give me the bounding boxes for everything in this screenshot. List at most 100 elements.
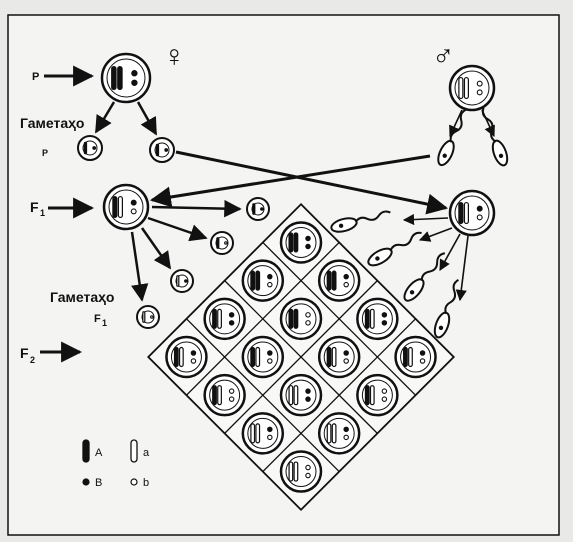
svg-text:1: 1 <box>40 208 45 218</box>
gene-dot-recessive <box>229 389 233 393</box>
gametes-label-1: Гаметаҳо <box>20 115 84 131</box>
legend-label-a: a <box>143 447 150 459</box>
gametes-label-2: Гаметаҳо <box>50 289 114 305</box>
chromosome-recessive <box>143 312 145 322</box>
chromosome-recessive <box>332 348 336 367</box>
gene-dot-dominant <box>344 351 348 355</box>
chromosome-dominant <box>289 309 293 328</box>
chromosome-dominant <box>213 309 217 328</box>
chromosome-recessive <box>294 386 298 405</box>
gene-dot-dominant <box>306 236 310 240</box>
gene-dot-recessive <box>151 316 153 318</box>
legend-label-A: A <box>95 447 103 459</box>
gene-dot-dominant <box>229 313 233 317</box>
gamete-female-AB <box>78 136 102 160</box>
gene-dot-recessive <box>191 359 195 363</box>
punnett-cell-AABb <box>243 261 283 301</box>
chromosome-dominant <box>294 309 298 328</box>
gene-dot-dominant <box>477 206 482 211</box>
gene-dot-dominant <box>268 351 272 355</box>
gene-dot-dominant <box>382 321 386 325</box>
punnett-cell-AaBB <box>205 299 245 339</box>
gene-dot-recessive <box>268 359 272 363</box>
gene-dot-recessive <box>344 359 348 363</box>
gene-dot-recessive <box>131 209 136 214</box>
gene-dot-recessive <box>420 359 424 363</box>
gene-dot-recessive <box>268 435 272 439</box>
punnett-cell-AaBb <box>166 337 206 377</box>
gene-dot-dominant <box>261 208 263 210</box>
f1-egg-AB <box>247 198 269 220</box>
gamete-female-AB-2 <box>150 138 174 162</box>
chromosome-dominant <box>404 348 408 367</box>
punnett-cell-Aabb <box>205 375 245 415</box>
chromosome-dominant <box>217 238 219 248</box>
chromosome-dominant <box>365 309 369 328</box>
gene-dot-dominant <box>132 71 137 76</box>
f1-egg-Ab <box>211 232 233 254</box>
chromosome-recessive <box>218 386 222 405</box>
chromosome-dominant <box>84 142 86 153</box>
gene-dot-recessive <box>268 282 272 286</box>
gene-dot-dominant <box>344 427 348 431</box>
gene-dot-dominant <box>132 80 137 85</box>
chromosome-recessive <box>409 348 413 367</box>
punnett-cell-AaBb <box>396 337 436 377</box>
gene-dot-recessive <box>382 397 386 401</box>
gene-dot-recessive <box>306 313 310 317</box>
chromosome-recessive <box>370 309 374 328</box>
svg-text:F: F <box>30 199 39 215</box>
gene-dot-recessive <box>306 465 310 469</box>
chromosome-recessive <box>464 203 468 224</box>
gene-dot-dominant <box>268 274 272 278</box>
gene-dot-dominant <box>306 397 310 401</box>
f1-cell-female <box>104 185 148 229</box>
parent-female-cell <box>102 54 150 102</box>
svg-text:1: 1 <box>102 318 107 328</box>
punnett-cell-AaBb <box>319 337 359 377</box>
chromosome-recessive <box>218 309 222 328</box>
gene-dot-dominant <box>268 427 272 431</box>
chromosome-recessive <box>332 424 336 443</box>
punnett-cell-AaBb <box>243 337 283 377</box>
gene-dot-recessive <box>344 435 348 439</box>
chromosome-dominant <box>156 144 158 155</box>
gene-dot-dominant <box>306 244 310 248</box>
chromosome-recessive <box>256 348 260 367</box>
gene-dot-recessive <box>306 473 310 477</box>
f1-egg-aB <box>171 270 193 292</box>
chromosome-recessive <box>464 78 468 99</box>
gene-dot-recessive <box>477 90 482 95</box>
female-symbol: ♀ <box>163 40 186 73</box>
chromosome-dominant <box>459 203 463 224</box>
punnett-cell-aaBb <box>319 413 359 453</box>
chromosome-dominant <box>251 271 255 290</box>
chromosome-dominant <box>289 233 293 252</box>
gene-dot-dominant <box>131 200 136 205</box>
chromosome-recessive <box>251 424 255 443</box>
punnett-cell-aabb <box>281 452 321 492</box>
legend-label-b: b <box>143 477 149 489</box>
svg-text:F: F <box>94 313 101 325</box>
chromosome-dominant <box>327 271 331 290</box>
gene-dot-dominant <box>191 351 195 355</box>
chromosome-recessive <box>256 424 260 443</box>
gene-dot-recessive <box>229 397 233 401</box>
chromosome-recessive <box>177 276 179 286</box>
chromosome-dominant <box>332 271 336 290</box>
gene-dot-dominant <box>382 313 386 317</box>
gametes-parent-label: P <box>42 148 48 158</box>
gene-dot-dominant <box>229 321 233 325</box>
chromosome-recessive <box>180 348 184 367</box>
gene-dot-recessive <box>306 321 310 325</box>
punnett-cell-AABb <box>319 261 359 301</box>
gene-dot-recessive <box>477 215 482 220</box>
chromosome-dominant <box>118 67 122 90</box>
gene-dot-recessive <box>344 282 348 286</box>
chromosome-dominant <box>365 386 369 405</box>
chromosome-dominant <box>294 233 298 252</box>
chromosome-dominant <box>327 348 331 367</box>
gene-dot-dominant <box>185 280 187 282</box>
chromosome-recessive <box>370 386 374 405</box>
